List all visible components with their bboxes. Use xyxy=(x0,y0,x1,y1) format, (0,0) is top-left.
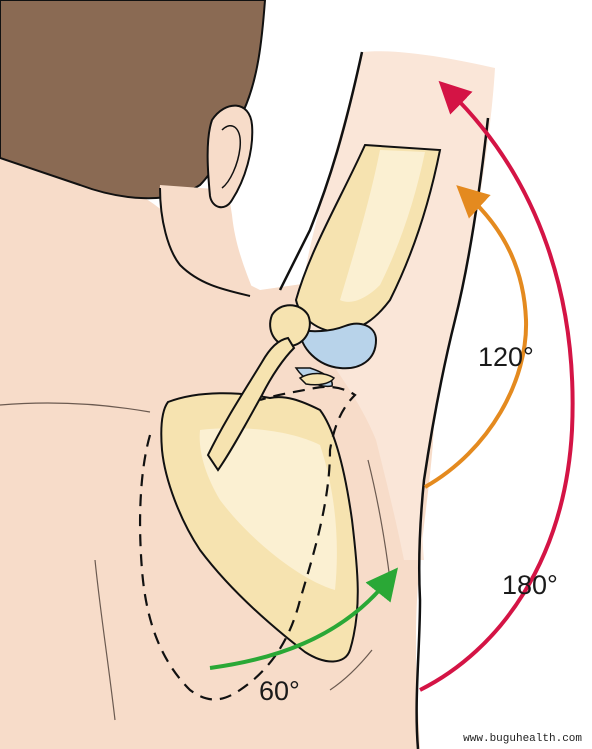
ear xyxy=(206,104,254,209)
arrow-120 xyxy=(424,185,529,489)
watermark: www.buguhealth.com xyxy=(463,733,582,745)
muscle-line-2 xyxy=(94,559,116,721)
arrow-60 xyxy=(209,567,399,670)
muscle-line-3 xyxy=(367,459,391,581)
scapula-resting-dashed xyxy=(138,385,357,701)
scapula-highlight xyxy=(199,428,337,590)
coracoid xyxy=(298,372,336,386)
muscle-line-1 xyxy=(0,402,151,413)
humerus-highlight xyxy=(340,150,425,302)
humeral-head-cartilage xyxy=(298,322,378,370)
muscle-line-4 xyxy=(329,649,373,691)
scapular-spine xyxy=(206,336,296,472)
angle-label-120: 120° xyxy=(478,342,534,372)
hair xyxy=(0,0,267,200)
acromion xyxy=(269,304,311,348)
neck-outline xyxy=(159,187,251,297)
ear-inner xyxy=(221,125,241,189)
arm-back-outline xyxy=(278,51,364,291)
arm-front-outline xyxy=(415,117,490,749)
angle-label-180: 180° xyxy=(502,570,558,600)
angle-label-60: 60° xyxy=(259,676,300,706)
arrow-180 xyxy=(419,80,575,692)
